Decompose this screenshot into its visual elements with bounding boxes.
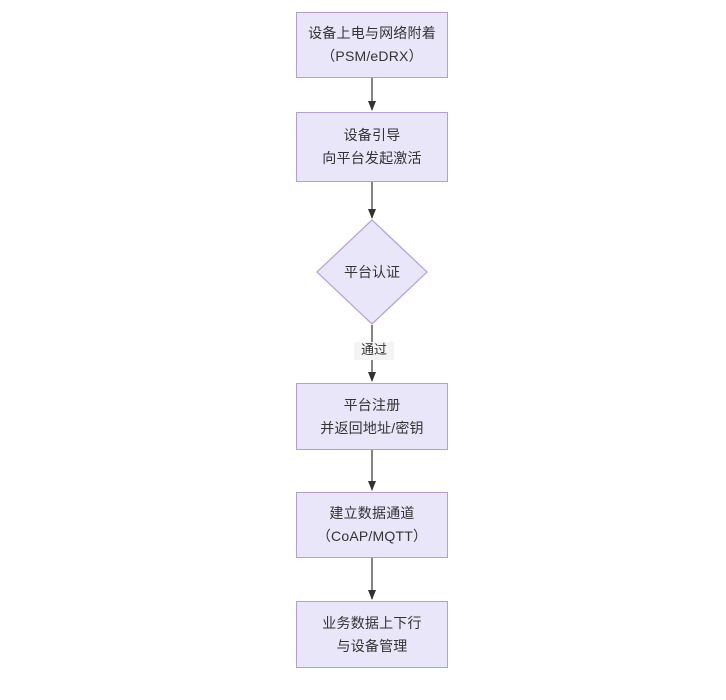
- node-label-line2: 并返回地址/密钥: [320, 419, 424, 436]
- node-label-line1: 平台注册: [343, 396, 401, 413]
- node-label-line2: （PSM/eDRX）: [321, 48, 423, 64]
- node-label-line1: 设备上电与网络附着: [308, 25, 436, 41]
- node-device-bootstrap[interactable]: 设备引导 向平台发起激活: [296, 112, 448, 182]
- node-label-line2: （CoAP/MQTT）: [316, 528, 428, 544]
- node-platform-authentication[interactable]: 平台认证: [316, 219, 428, 325]
- node-platform-registration[interactable]: 平台注册 并返回地址/密钥: [296, 383, 448, 450]
- node-label-line1: 设备引导: [343, 127, 401, 143]
- node-label-line1: 业务数据上下行: [322, 614, 422, 631]
- node-device-power-on[interactable]: 设备上电与网络附着 （PSM/eDRX）: [296, 12, 448, 78]
- diamond-shape: [316, 219, 428, 325]
- node-label-line2: 与设备管理: [336, 637, 408, 654]
- node-data-channel[interactable]: 建立数据通道 （CoAP/MQTT）: [296, 492, 448, 558]
- node-label-line1: 平台认证: [344, 264, 400, 280]
- node-label-line1: 建立数据通道: [329, 505, 415, 521]
- node-business-data[interactable]: 业务数据上下行 与设备管理: [296, 601, 448, 668]
- edge-label-pass: 通过: [354, 342, 394, 360]
- node-label-line2: 向平台发起激活: [322, 150, 422, 166]
